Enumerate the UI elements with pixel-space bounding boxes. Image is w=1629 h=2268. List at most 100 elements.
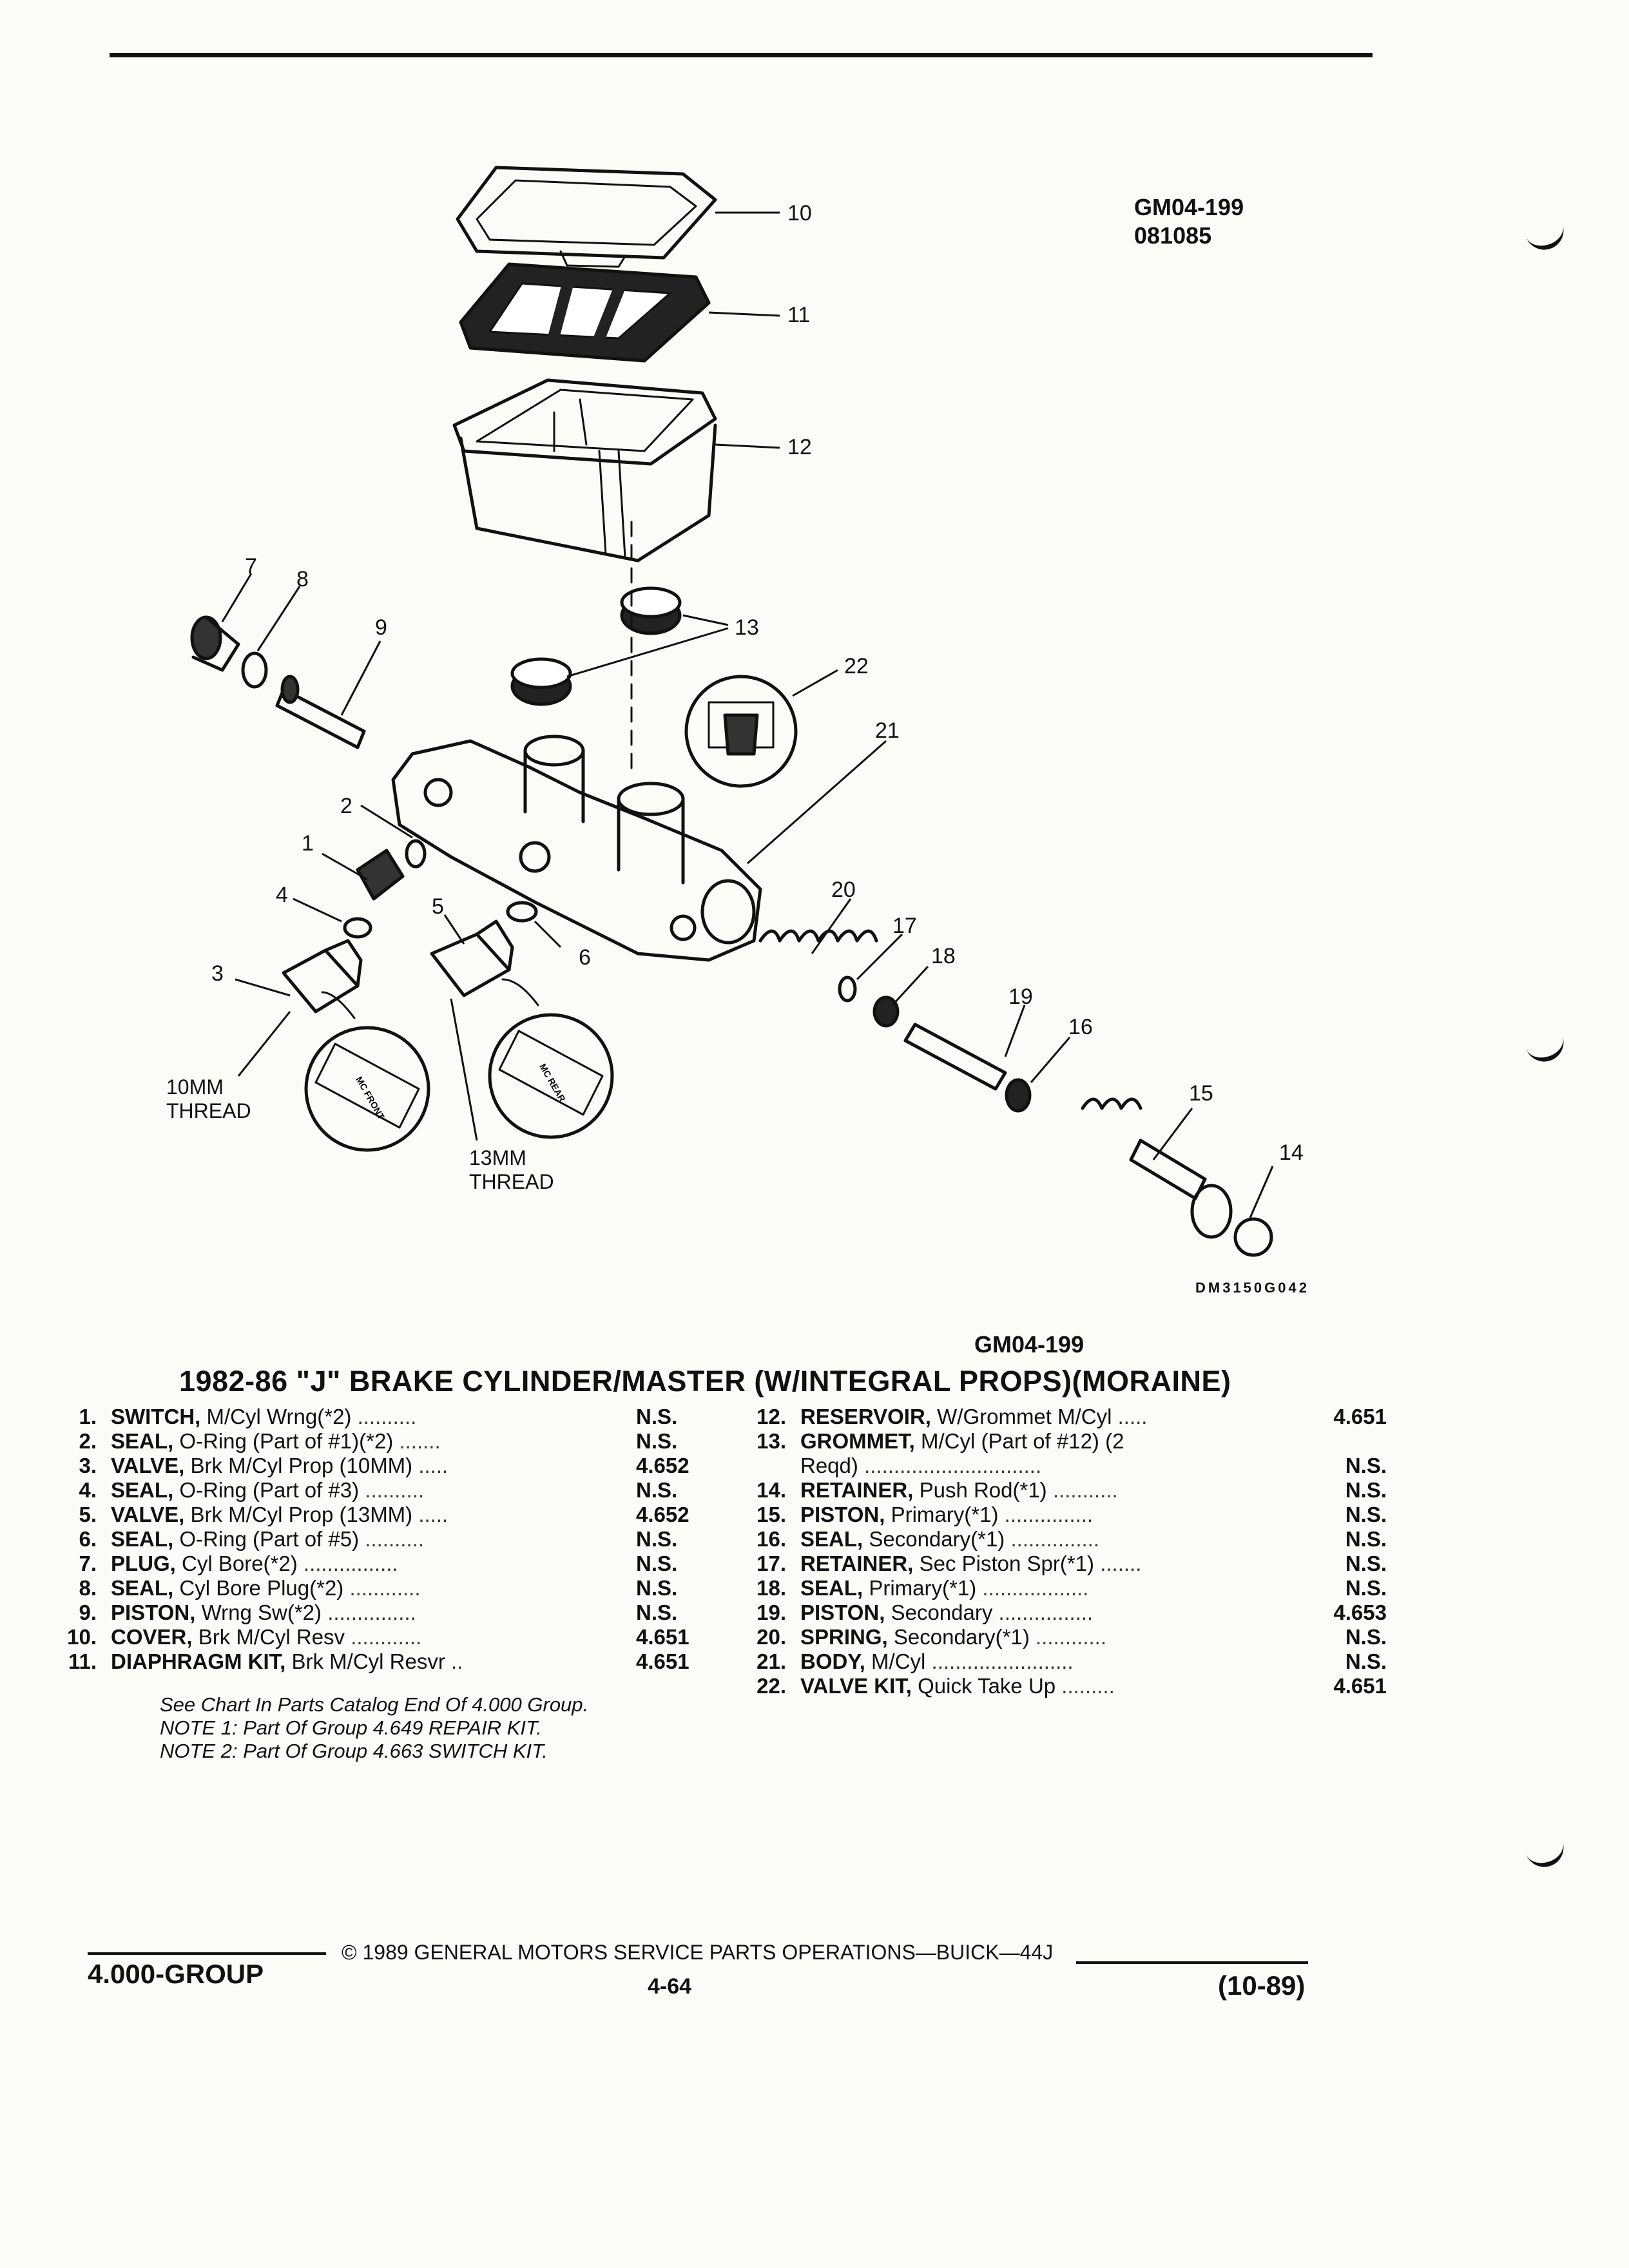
footer-copyright: © 1989 GENERAL MOTORS SERVICE PARTS OPER… [342,1941,1054,1964]
part-name: VALVE, [111,1503,185,1526]
part-description: VALVE, Brk M/Cyl Prop (10MM) ..... [111,1454,636,1478]
leader-dots: ..... [418,1503,448,1526]
part-number: 1. [79,1405,97,1428]
part-number: 15. [757,1503,786,1526]
part-row: 9.PISTON, Wrng Sw(*2) ...............N.S… [26,1600,771,1625]
section-code: GM04-199 [974,1331,1084,1358]
part-name: VALVE, [111,1454,185,1477]
leader-dots: .. [451,1649,463,1673]
callout-12: 12 [787,435,812,459]
leader-dots: ..... [418,1454,448,1477]
drawing-id: DM3150G042 [1195,1280,1309,1296]
part-detail: Quick Take Up [918,1674,1056,1698]
part-number: 14. [757,1478,786,1502]
part-description: SEAL, O-Ring (Part of #5) .......... [111,1527,636,1552]
part-name: VALVE KIT, [800,1674,912,1698]
part-description: PISTON, Primary(*1) ............... [800,1503,1290,1527]
group-number: N.S. [1345,1576,1387,1600]
part-detail: Brk M/Cyl Prop (13MM) [190,1503,413,1526]
group-number: N.S. [636,1527,678,1551]
parts-list-right: 12.RESERVOIR, W/Grommet M/Cyl .....4.651… [715,1405,1387,1698]
part-detail: Wrng Sw(*2) [201,1600,322,1624]
part-detail: M/Cyl (Part of #12) (2 [921,1429,1124,1453]
parts-list-left: 1.SWITCH, M/Cyl Wrng(*2) ..........N.S.2… [26,1405,771,1674]
valve-10mm-part [282,939,363,1014]
callout-21: 21 [875,718,900,743]
part-row: 12.RESERVOIR, W/Grommet M/Cyl .....4.651 [715,1405,1387,1429]
section-title: 1982-86 "J" BRAKE CYLINDER/MASTER (W/INT… [179,1365,1231,1398]
note-line: NOTE 1: Part Of Group 4.649 REPAIR KIT. [160,1716,542,1739]
part-detail: Secondary(*1) [893,1625,1030,1649]
thread-10mm-label: 10MM [166,1075,224,1099]
part-name: SEAL, [800,1527,863,1551]
group-number: N.S. [1345,1527,1387,1551]
callout-20: 20 [831,878,856,902]
part-detail: Brk M/Cyl Resvr [291,1649,445,1673]
callout-22: 22 [844,654,869,678]
part-name: DIAPHRAGM KIT, [111,1649,286,1673]
leader-dots: ............ [351,1625,422,1649]
figure-code: GM04-199 081085 [1134,193,1244,250]
leader-dots: ................ [303,1552,398,1575]
part-detail: Push Rod(*1) [919,1478,1047,1502]
part-detail: M/Cyl Wrng(*2) [206,1405,352,1428]
callout-7: 7 [245,554,257,579]
group-number: N.S. [1345,1503,1387,1526]
switch-part [356,849,405,901]
notes-block: See Chart In Parts Catalog End Of 4.000 … [160,1693,588,1763]
figure-code-line2: 081085 [1134,222,1212,249]
part-description: PISTON, Secondary ................ [800,1600,1290,1625]
valve-13mm-part [430,919,514,997]
thread-13mm-label: 13MM [469,1146,526,1169]
group-number: 4.652 [636,1454,689,1477]
part-description: GROMMET, M/Cyl (Part of #12) (2 [800,1429,1290,1454]
part-detail: Secondary(*1) [869,1527,1005,1551]
part-number: 21. [757,1649,786,1673]
part-name: PISTON, [111,1600,196,1624]
part-description: Reqd) .............................. [800,1454,1290,1478]
retainer-ring-part [1233,1217,1273,1257]
leader-dots: .......... [365,1478,424,1502]
part-name: GROMMET, [800,1429,915,1453]
leader-dots: ........... [1052,1478,1118,1502]
part-number: 10. [67,1625,97,1649]
retainer-part [838,975,857,1003]
oring-part [343,917,372,939]
part-name: PISTON, [800,1600,885,1624]
part-number: 13. [757,1429,786,1453]
part-row: 11.DIAPHRAGM KIT, Brk M/Cyl Resvr ..4.65… [26,1649,771,1674]
leader-dots: ............... [1010,1527,1100,1551]
part-name: COVER, [111,1625,193,1649]
quick-take-up-inset [684,675,798,788]
primary-spring [1081,1097,1142,1110]
callout-1: 1 [302,831,314,856]
primary-piston-part [1129,1139,1207,1200]
part-row: 18.SEAL, Primary(*1) ..................N… [715,1576,1387,1600]
part-row: 3.VALVE, Brk M/Cyl Prop (10MM) .....4.65… [26,1454,771,1478]
group-number: N.S. [1345,1649,1387,1673]
leader-dots: ............... [327,1600,416,1624]
group-number: 4.651 [1333,1405,1387,1428]
part-description: SEAL, Primary(*1) .................. [800,1576,1290,1600]
part-detail: Reqd) [800,1454,858,1477]
part-description: VALVE KIT, Quick Take Up ......... [800,1674,1290,1698]
group-number: 4.651 [1333,1674,1387,1698]
part-row: 17.RETAINER, Sec Piston Spr(*1) .......N… [715,1552,1387,1576]
part-detail: Primary(*1) [869,1576,977,1600]
part-description: SEAL, Cyl Bore Plug(*2) ............ [111,1576,636,1600]
secondary-seal-part [1005,1078,1032,1113]
secondary-piston-part [903,1023,1007,1091]
leader-dots: ......... [1061,1674,1115,1698]
part-row: 15. PISTON, Primary(*1) ............... N.… [715,1503,1387,1527]
part-description: PISTON, Wrng Sw(*2) ............... [111,1600,636,1625]
plug-part [190,615,240,672]
group-number: N.S. [636,1552,678,1575]
part-detail: Primary(*1) [891,1503,999,1526]
part-description: BODY, M/Cyl ........................ [800,1649,1290,1674]
part-row: 14.RETAINER, Push Rod(*1) ...........N.S… [715,1478,1387,1503]
part-number: 6. [79,1527,97,1551]
part-row: 4.SEAL, O-Ring (Part of #3) ..........N.… [26,1478,771,1503]
callout-3: 3 [211,961,224,986]
callout-14: 14 [1279,1140,1304,1165]
part-description: SEAL, O-Ring (Part of #1)(*2) ....... [111,1429,636,1454]
